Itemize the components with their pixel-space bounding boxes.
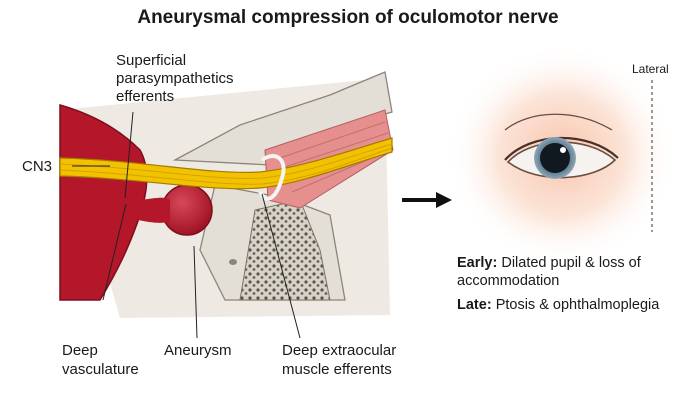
leader-lines — [72, 111, 301, 339]
label-lateral: Lateral — [632, 62, 669, 76]
leader-aneurysm — [193, 245, 198, 339]
finding-early-text: Dilated pupil & loss of — [501, 255, 641, 271]
leader-superficial — [124, 111, 134, 199]
finding-early: Early: Dilated pupil & loss of — [457, 254, 641, 272]
muscle-striations — [279, 121, 391, 193]
nerve-fascicles — [59, 143, 393, 185]
right-arrow-icon — [402, 192, 452, 208]
finding-late-label: Late: — [457, 297, 492, 313]
finding-early-continued: accommodation — [457, 273, 560, 289]
eye-illustration — [447, 45, 677, 265]
label-superficial-line2: parasympathetics — [116, 70, 234, 87]
aneurysm-neck — [138, 197, 170, 223]
label-deep-vasculature-line2: vasculature — [62, 361, 139, 378]
pupil-highlight — [560, 147, 566, 153]
label-deep-vasculature-line1: Deep — [62, 342, 98, 359]
nerve-wrap-ring — [258, 154, 286, 201]
dilated-pupil — [540, 143, 570, 173]
label-superficial-line1: Superficial — [116, 52, 187, 69]
diagram-title: Aneurysmal compression of oculomotor ner… — [137, 7, 559, 28]
anatomy-illustration — [59, 71, 394, 318]
eyelid-crease — [504, 113, 613, 131]
leader-deep-extraocular — [261, 193, 301, 339]
finding-late-text: Ptosis & ophthalmoplegia — [495, 297, 660, 313]
label-aneurysm: Aneurysm — [164, 342, 232, 359]
finding-early-label: Early: — [457, 255, 498, 271]
label-cn3: CN3 — [22, 158, 53, 175]
leader-deep-vasculature — [102, 203, 127, 301]
foramen-hole — [229, 259, 237, 265]
label-deep-extraocular-line2: muscle efferents — [282, 361, 392, 378]
label-deep-extraocular-line1: Deep extraocular — [282, 342, 397, 359]
label-superficial-line3: efferents — [116, 88, 175, 105]
finding-late: Late: Ptosis & ophthalmoplegia — [457, 296, 659, 314]
internal-carotid-artery — [59, 104, 148, 301]
